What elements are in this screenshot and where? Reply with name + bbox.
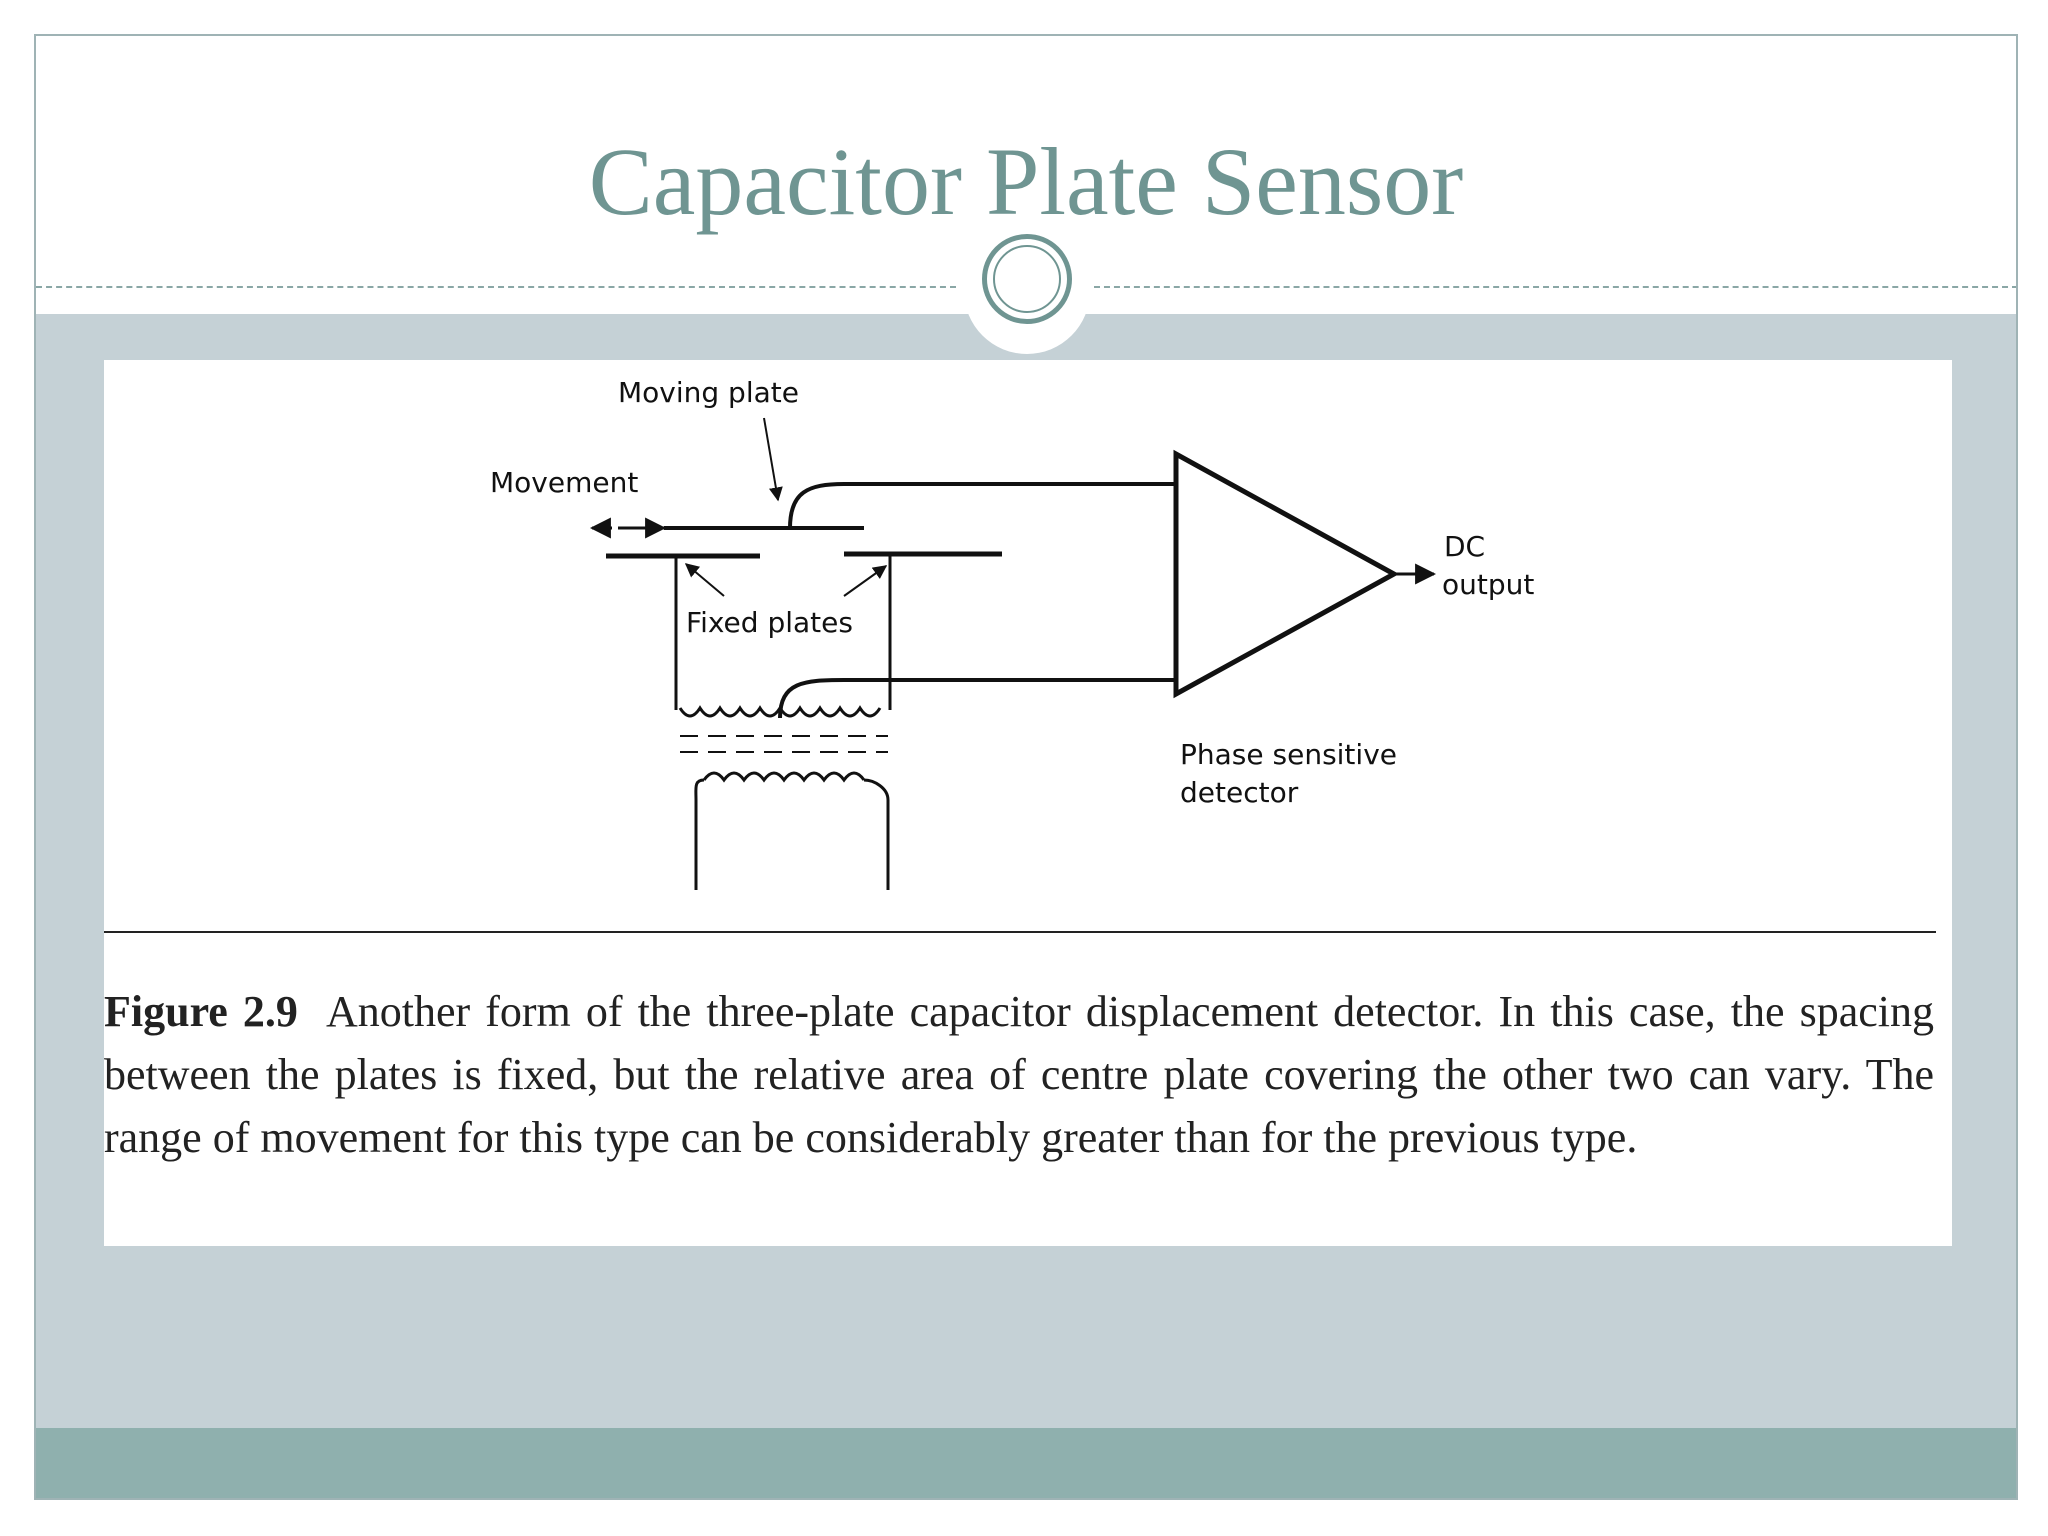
figure-label: Figure 2.9 <box>104 987 298 1036</box>
title-divider-left <box>36 286 956 288</box>
footer-bar <box>36 1428 2016 1498</box>
label-detector: detector <box>1180 776 1299 809</box>
secondary-coil <box>678 705 882 718</box>
caption-rule <box>104 931 1936 933</box>
caption-text: Another form of the three-plate capacito… <box>104 987 1934 1162</box>
phase-sensitive-detector-triangle <box>1173 449 1400 699</box>
label-output: output <box>1442 568 1534 601</box>
wire-moving-plate <box>788 482 1176 529</box>
label-movement: Movement <box>490 466 638 499</box>
primary-lead-right <box>863 778 890 890</box>
slide-title: Capacitor Plate Sensor <box>588 128 1464 235</box>
capacitor-sensor-diagram: Moving plate Movement Fixed plates DC ou… <box>490 376 1534 890</box>
primary-lead-left <box>694 778 705 890</box>
figure-panel: Moving plate Movement Fixed plates DC ou… <box>104 360 1952 1246</box>
fixed-plate-leader-left <box>684 563 725 597</box>
circle-ornament-icon <box>982 234 1072 324</box>
fixed-plate-leader-right <box>843 565 888 597</box>
wire-centre-tap <box>778 678 1176 719</box>
moving-plate-leader <box>763 417 783 502</box>
primary-coil <box>702 771 866 783</box>
label-phase-sensitive: Phase sensitive <box>1180 738 1397 771</box>
label-fixed-plates: Fixed plates <box>686 606 853 639</box>
title-divider-right <box>1094 286 2016 288</box>
slide: Capacitor Plate Sensor <box>34 34 2018 1500</box>
label-dc: DC <box>1444 530 1485 563</box>
label-moving-plate: Moving plate <box>618 376 799 409</box>
